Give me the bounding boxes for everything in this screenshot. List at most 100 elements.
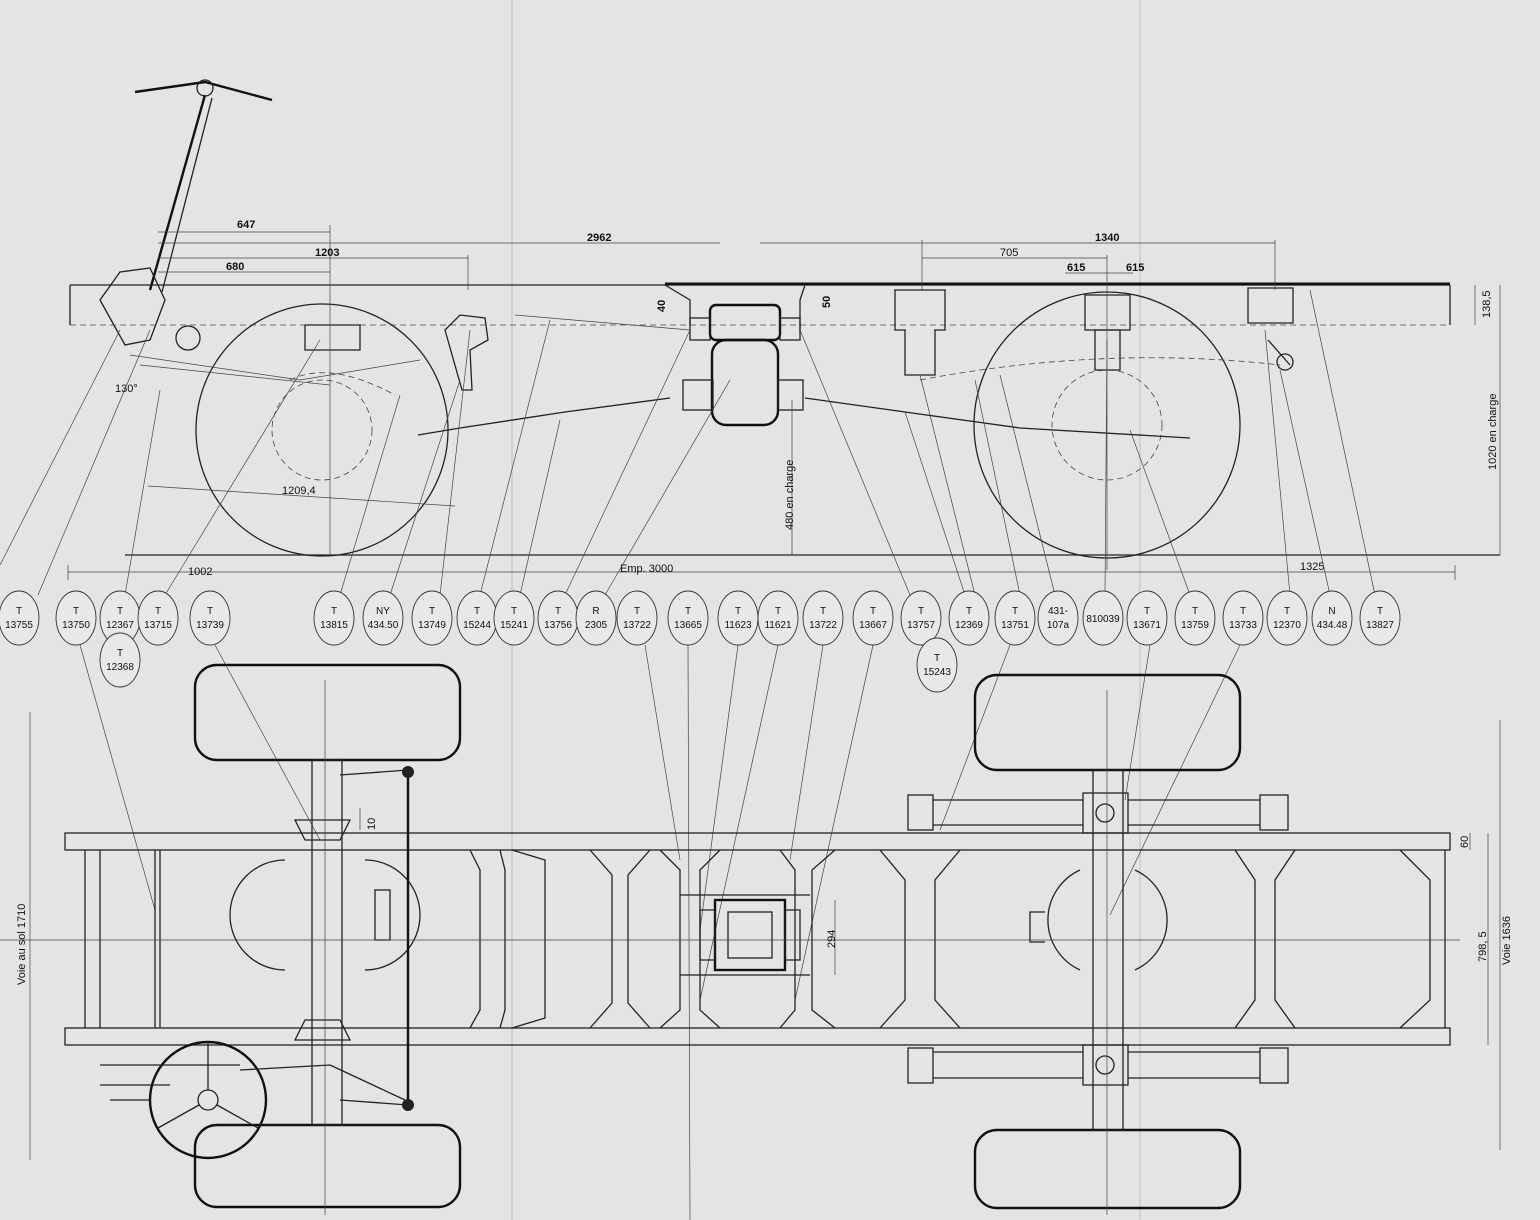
callout-text: 13815 bbox=[320, 620, 348, 631]
dim-647: 647 bbox=[237, 219, 255, 231]
callout-text: T bbox=[331, 606, 337, 617]
callout-text: NY bbox=[376, 606, 390, 617]
callout-circle bbox=[99, 632, 141, 688]
callout-circle bbox=[802, 590, 844, 646]
callout-circle bbox=[948, 590, 990, 646]
propshafts bbox=[129, 314, 1191, 439]
callout-text: 15243 bbox=[923, 667, 951, 678]
callout-text: T bbox=[735, 606, 741, 617]
callout-circle bbox=[411, 590, 453, 646]
frame-plan bbox=[64, 832, 1451, 1046]
dim-615-right: 615 bbox=[1126, 262, 1144, 274]
callout-text: 11623 bbox=[724, 620, 752, 631]
gearbox bbox=[682, 303, 804, 427]
callout-circle bbox=[313, 590, 355, 646]
callout-text: 12369 bbox=[955, 620, 983, 631]
dim-1340: 1340 bbox=[1095, 232, 1119, 244]
front-axle-plan bbox=[154, 759, 421, 1126]
dim-empattement: Emp. 3000 bbox=[620, 563, 673, 575]
callout-text: 431- bbox=[1048, 606, 1068, 617]
callout-text: 13667 bbox=[859, 620, 887, 631]
callout-circle bbox=[900, 590, 942, 646]
callout-text: 2305 bbox=[585, 620, 608, 631]
callout-text: 13759 bbox=[1181, 620, 1209, 631]
callout-circle bbox=[362, 590, 404, 646]
callout-circle bbox=[1174, 590, 1216, 646]
callout-13667: T 13667 bbox=[852, 590, 894, 646]
callout-circle bbox=[137, 590, 179, 646]
callout-text: 13671 bbox=[1133, 620, 1161, 631]
callout-circle bbox=[994, 590, 1036, 646]
callout-text: 434.48 bbox=[1317, 620, 1348, 631]
callout-43448: N 434.48 bbox=[1311, 590, 1353, 646]
callout-text: T bbox=[870, 606, 876, 617]
callout-text: T bbox=[918, 606, 924, 617]
dim-615-left: 615 bbox=[1067, 262, 1085, 274]
callout-circle bbox=[0, 590, 40, 646]
dim-1209-4: 1209,4 bbox=[282, 485, 316, 497]
callout-text: T bbox=[474, 606, 480, 617]
dim-138-5: 138,5 bbox=[1481, 290, 1493, 318]
callout-circle bbox=[1222, 590, 1264, 646]
steering-column bbox=[99, 79, 273, 351]
callout-circle bbox=[1359, 590, 1401, 646]
dim-798-5: 798, 5 bbox=[1477, 931, 1489, 962]
callout-text: T bbox=[511, 606, 517, 617]
callout-text: T bbox=[775, 606, 781, 617]
callout-circle bbox=[667, 590, 709, 646]
dim-voie-au-sol-1710: Voie au sol 1710 bbox=[16, 904, 28, 985]
spring-hangers bbox=[444, 287, 1294, 391]
dim-1325: 1325 bbox=[1300, 561, 1324, 573]
callout-text: T bbox=[117, 606, 123, 617]
callout-circle bbox=[1037, 590, 1079, 646]
callout-text: T bbox=[1012, 606, 1018, 617]
callout-11623: T 11623 bbox=[717, 590, 759, 646]
callout-circle bbox=[1082, 590, 1124, 646]
dim-voie-1636: Voie 1636 bbox=[1501, 916, 1513, 965]
callout-text: 13751 bbox=[1001, 620, 1029, 631]
callout-circle bbox=[757, 590, 799, 646]
dim-60: 60 bbox=[1459, 836, 1471, 848]
callout-text: T bbox=[820, 606, 826, 617]
callout-circle bbox=[456, 590, 498, 646]
plan-dimension-lines bbox=[29, 712, 1501, 1160]
dim-1203: 1203 bbox=[315, 247, 339, 259]
callout-text: T bbox=[966, 606, 972, 617]
callout-circle bbox=[1266, 590, 1308, 646]
callout-text: 13749 bbox=[418, 620, 446, 631]
callout-15243: T 15243 bbox=[916, 637, 958, 693]
callout-circle bbox=[575, 590, 617, 646]
dim-1020-en-charge: 1020 en charge bbox=[1487, 394, 1499, 470]
callout-13815: T 13815 bbox=[313, 590, 355, 646]
callout-text: N bbox=[1328, 606, 1335, 617]
callout-text: T bbox=[934, 653, 940, 664]
callout-text: T bbox=[634, 606, 640, 617]
rear-axle-plan bbox=[907, 769, 1289, 1131]
callout-circle bbox=[1126, 590, 1168, 646]
callout-circle bbox=[1311, 590, 1353, 646]
callout-text: T bbox=[555, 606, 561, 617]
callout-text: 13827 bbox=[1366, 620, 1394, 631]
callout-text: 12370 bbox=[1273, 620, 1301, 631]
callout-13751: T 13751 bbox=[994, 590, 1036, 646]
dimension-lines bbox=[67, 225, 1501, 580]
dim-680: 680 bbox=[226, 261, 244, 273]
callout-circle bbox=[916, 637, 958, 693]
callout-107a: 431-107a bbox=[1037, 590, 1079, 646]
callout-text: 13750 bbox=[62, 620, 90, 631]
callout-bubbles: T13755T13750T12367T13715T13739T13815NY43… bbox=[0, 590, 1401, 693]
